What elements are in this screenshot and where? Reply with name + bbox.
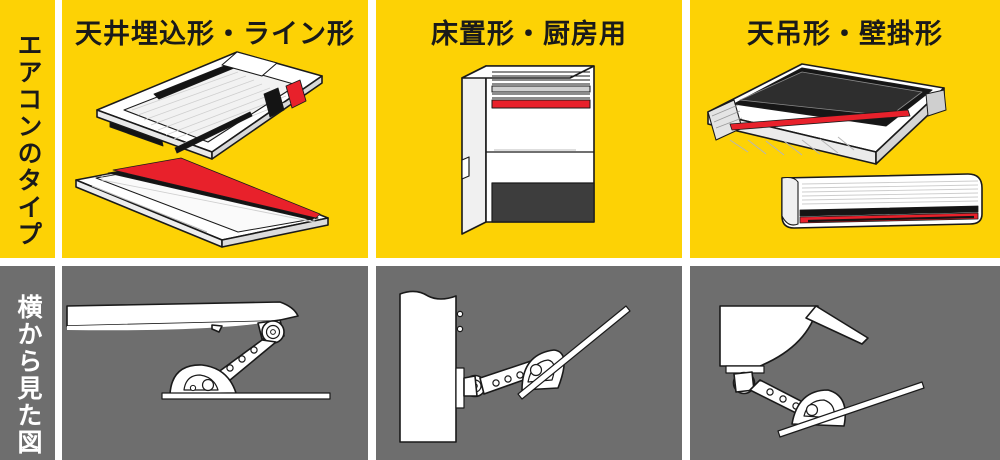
sidebar-label-side-view: 横から見た図: [14, 294, 42, 456]
sidebar-row-unit-types: エアコンのタイプ: [0, 0, 55, 258]
column-title-suspended-wall: 天吊形・壁掛形: [747, 19, 943, 49]
ceiling-panel-side-view-illustration: [62, 266, 368, 460]
ceiling-cassette-and-line-type-illustration: [62, 0, 368, 258]
cell-floor-standing-top: 床置形・厨房用: [376, 0, 682, 258]
floor-unit-side-view-illustration: [376, 266, 682, 460]
floor-standing-unit-illustration: [376, 0, 682, 258]
sidebar-label-unit-types: エアコンのタイプ: [14, 32, 42, 248]
suspended-unit-side-view-illustration: [690, 266, 1000, 460]
column-title-ceiling-embedded: 天井埋込形・ライン形: [75, 19, 355, 49]
cell-suspended-side-view: [690, 266, 1000, 460]
cell-ceiling-embedded-top: 天井埋込形・ライン形: [62, 0, 368, 258]
ceiling-suspended-and-wall-mounted-illustration: [690, 0, 1000, 258]
cell-suspended-wall-top: 天吊形・壁掛形: [690, 0, 1000, 258]
cell-floor-standing-side-view: [376, 266, 682, 460]
column-title-floor-standing: 床置形・厨房用: [431, 19, 627, 49]
sidebar-row-side-view: 横から見た図: [0, 266, 55, 460]
cell-ceiling-embedded-side-view: [62, 266, 368, 460]
